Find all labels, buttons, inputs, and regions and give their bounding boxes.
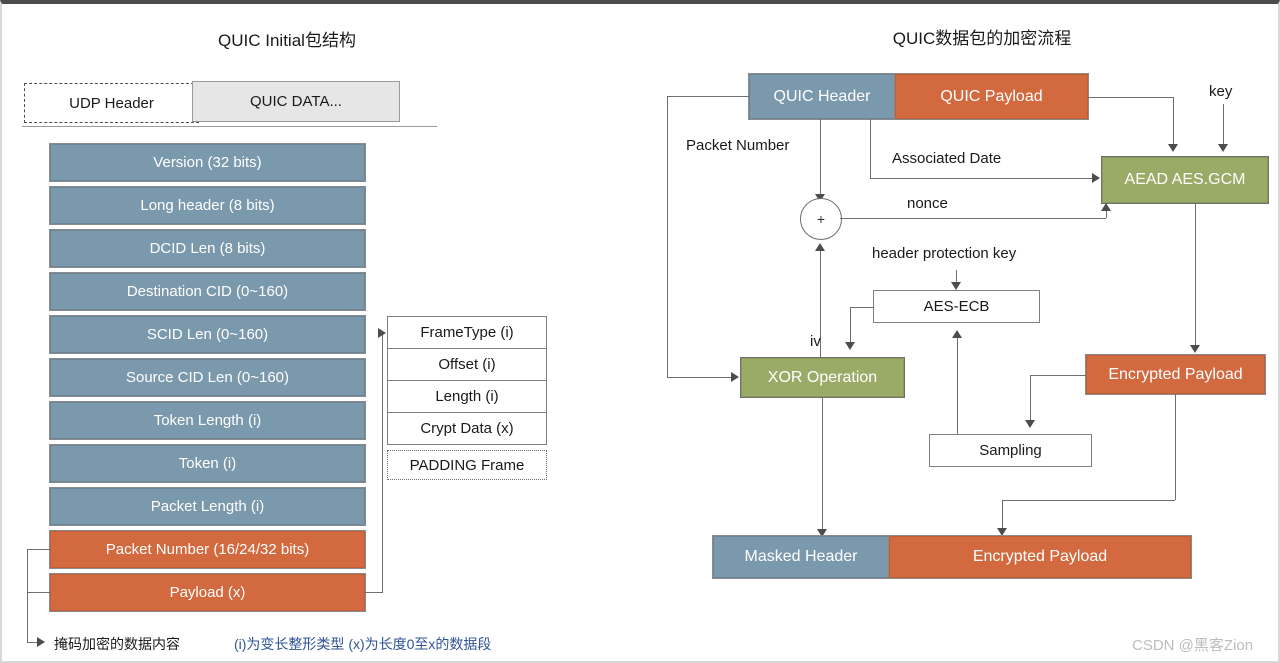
encpayload-to-sampling-hline: [1030, 375, 1086, 376]
plus-circle: +: [800, 198, 842, 240]
payload-to-aead-hline: [1088, 97, 1173, 98]
xor-operation-box: XOR Operation: [741, 358, 904, 397]
assoc-date-arrow: [1092, 173, 1100, 183]
aes-ecb-box: AES-ECB: [873, 290, 1040, 323]
payload-to-frame-vline: [382, 333, 383, 593]
ecb-out-vline: [850, 307, 851, 345]
masked-note-arrow: [37, 637, 45, 647]
encpayload-to-sampling-arrow: [1025, 420, 1035, 428]
associated-date-label: Associated Date: [892, 150, 1002, 167]
payload-to-aead-vline: [1173, 97, 1174, 146]
nonce-hline: [840, 218, 1106, 219]
hpk-arrow: [951, 282, 961, 290]
encrypted-payload-bottom-box: Encrypted Payload: [889, 536, 1191, 578]
quic-payload-box: QUIC Payload: [895, 74, 1088, 119]
encpayload-down-vline: [1175, 394, 1176, 500]
masked-note-hline: [27, 642, 39, 643]
key-arrow: [1218, 144, 1228, 152]
frame-row: Length (i): [387, 380, 547, 413]
iv-arrow: [815, 243, 825, 251]
masked-header-box: Masked Header: [713, 536, 889, 578]
watermark: CSDN @黑客Zion: [1132, 637, 1254, 654]
field-box: DCID Len (8 bits): [50, 230, 365, 267]
udp-header-box: UDP Header: [24, 83, 199, 123]
frame-row: FrameType (i): [387, 316, 547, 349]
field-box: Version (32 bits): [50, 144, 365, 181]
panel-divider: [22, 126, 437, 127]
xor-to-masked-vline: [822, 397, 823, 532]
frame-entry-arrow: [378, 328, 386, 338]
key-vline: [1223, 104, 1224, 146]
header-protection-key-label: header protection key: [872, 245, 1017, 262]
ecb-out-hline: [850, 307, 874, 308]
sampling-box: Sampling: [929, 434, 1092, 467]
field-box: Destination CID (0~160): [50, 273, 365, 310]
frame-row: Offset (i): [387, 348, 547, 381]
encpayload-to-sampling-vline: [1030, 375, 1031, 423]
field-box: Packet Length (i): [50, 488, 365, 525]
iv-label: iv: [810, 333, 821, 350]
sampling-to-ecb-arrow: [952, 330, 962, 338]
aead-to-encpayload-vline: [1195, 203, 1196, 348]
header-feedback-vline: [667, 96, 668, 377]
xor-to-masked-arrow: [817, 529, 827, 537]
field-box: Payload (x): [50, 574, 365, 611]
hpk-vline: [956, 270, 957, 284]
payload-to-frame-hline: [365, 592, 382, 593]
iv-vline: [820, 250, 821, 358]
masked-note-vline: [27, 549, 28, 642]
aead-box: AEAD AES.GCM: [1102, 157, 1268, 203]
assoc-date-vline: [870, 119, 871, 178]
footnote-blue: (i)为变长整形类型 (x)为长度0至x的数据段: [234, 636, 492, 652]
nonce-vline: [1106, 211, 1107, 218]
aead-to-encpayload-arrow: [1190, 345, 1200, 353]
field-box: Long header (8 bits): [50, 187, 365, 224]
header-feedback-hline-top: [667, 96, 750, 97]
padding-frame-row: PADDING Frame: [387, 450, 547, 480]
encpayload-final-arrow: [997, 528, 1007, 536]
packet-number-label: Packet Number: [686, 137, 790, 154]
nonce-label: nonce: [907, 195, 948, 212]
payload-leader-hline: [27, 592, 51, 593]
pn-leader-hline: [27, 549, 51, 550]
header-to-plus-vline: [820, 119, 821, 198]
field-box: Packet Number (16/24/32 bits): [50, 531, 365, 568]
frame-row: Crypt Data (x): [387, 412, 547, 445]
ecb-out-arrow: [845, 342, 855, 350]
field-box: Source CID Len (0~160): [50, 359, 365, 396]
payload-to-aead-arrow: [1168, 144, 1178, 152]
header-feedback-arrow: [731, 372, 739, 382]
field-box: SCID Len (0~160): [50, 316, 365, 353]
quic-data-box: QUIC DATA...: [192, 81, 400, 122]
left-panel-title: QUIC Initial包结构: [218, 31, 356, 50]
encrypted-payload-mid-box: Encrypted Payload: [1086, 355, 1265, 394]
key-label: key: [1209, 83, 1233, 100]
field-box: Token (i): [50, 445, 365, 482]
field-box: Token Length (i): [50, 402, 365, 439]
assoc-date-hline: [870, 178, 1093, 179]
footnote-black: 掩码加密的数据内容: [54, 636, 180, 652]
quic-header-box: QUIC Header: [749, 74, 895, 119]
right-panel-title: QUIC数据包的加密流程: [892, 29, 1072, 48]
header-feedback-hline-bottom: [667, 377, 733, 378]
encpayload-down-hline: [1002, 500, 1175, 501]
sampling-to-ecb-vline: [957, 337, 958, 434]
encpayload-final-vline: [1002, 500, 1003, 531]
nonce-arrow: [1101, 203, 1111, 211]
